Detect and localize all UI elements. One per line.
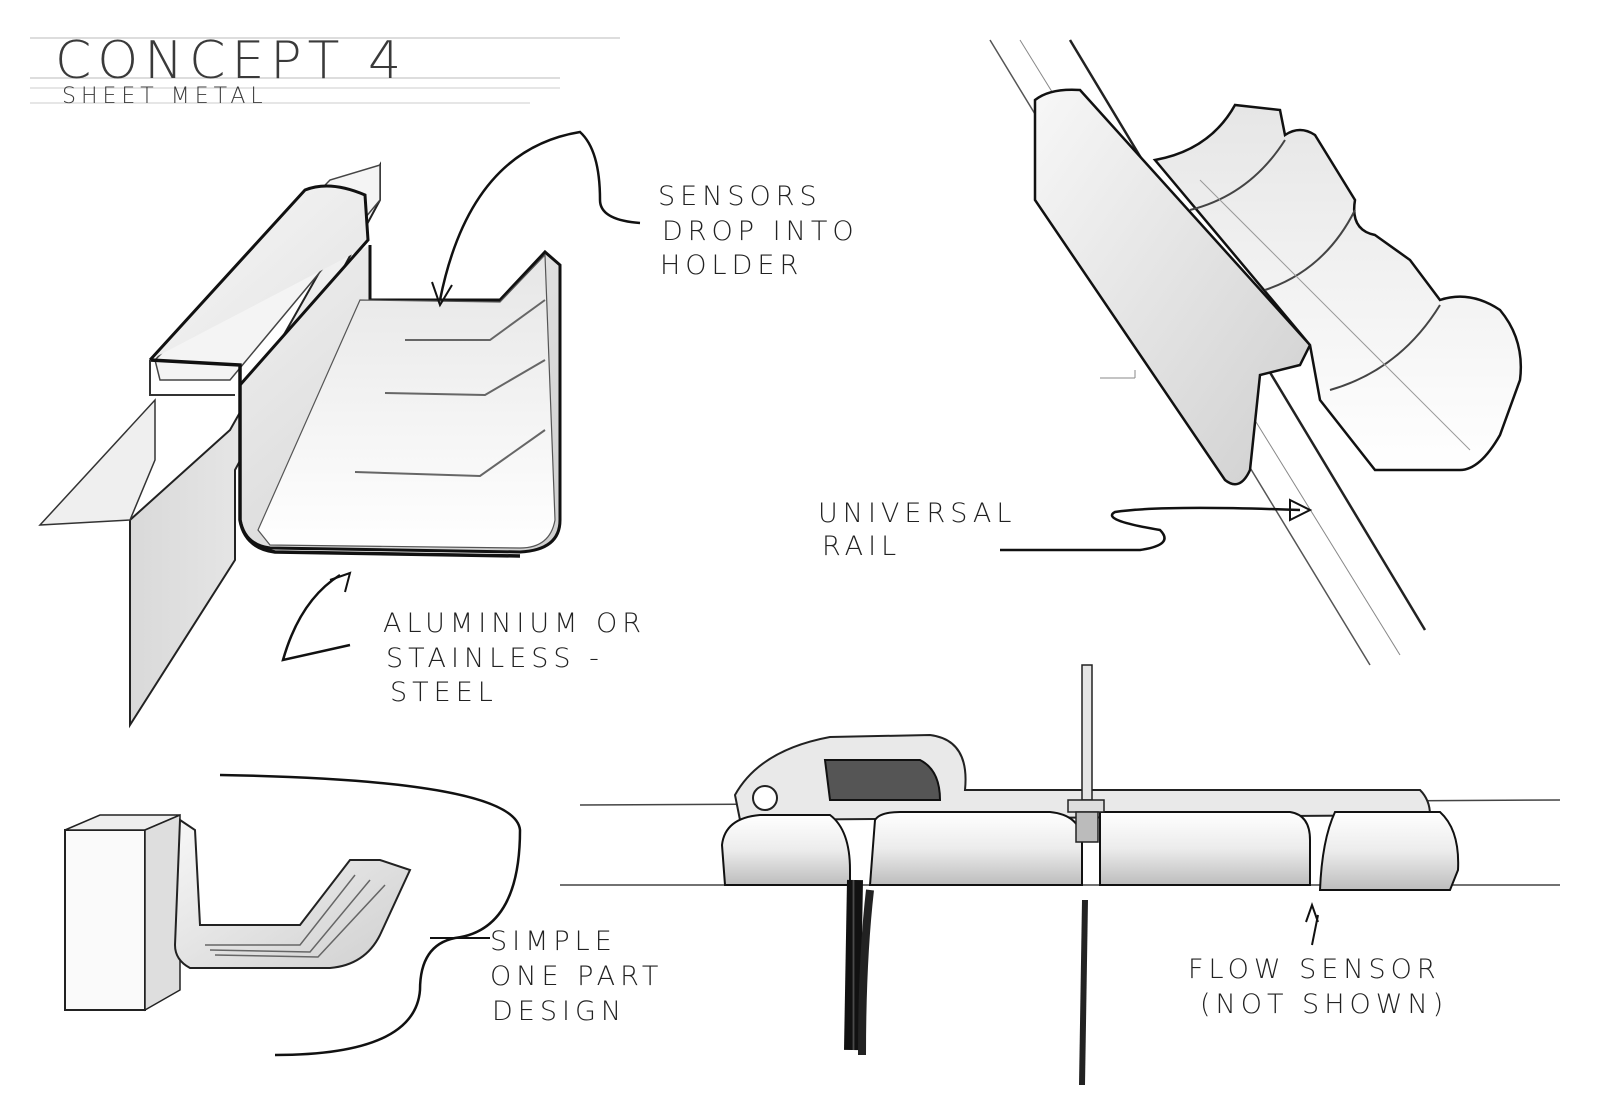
note-simple-line2: ONE PART [490,961,663,992]
title-main: CONCEPT 4 [55,31,407,91]
note-rail: UNIVERSAL RAIL [818,498,1016,562]
holder-sketch-main [38,130,641,729]
note-material-line3: STEEL [390,677,498,708]
note-simple-line3: DESIGN [492,996,626,1027]
note-sensors-line1: SENSORS [658,181,822,212]
note-rail-line1: UNIVERSAL [818,498,1016,529]
note-material-line2: STAINLESS - [386,643,604,674]
note-simple: SIMPLE ONE PART DESIGN [490,926,663,1027]
note-flow-line1: FLOW SENSOR [1188,954,1441,985]
note-material: ALUMINIUM OR STAINLESS - STEEL [383,608,646,708]
title-block: CONCEPT 4 SHEET METAL [30,31,620,109]
title-sub: SHEET METAL [62,84,268,109]
simple-part-sketch [64,773,522,1057]
note-flow: FLOW SENSOR (NOT SHOWN) [1188,954,1448,1020]
note-flow-line2: (NOT SHOWN) [1200,989,1448,1020]
note-sensors: SENSORS DROP INTO HOLDER [658,181,859,281]
note-sensors-line3: HOLDER [660,250,803,281]
note-simple-line1: SIMPLE [490,926,617,957]
side-view-sketch [560,664,1561,1086]
note-rail-line2: RAIL [822,531,901,562]
holder-sketch-rail [989,39,1522,666]
note-sensors-line2: DROP INTO [662,216,859,247]
note-material-line1: ALUMINIUM OR [383,608,646,639]
